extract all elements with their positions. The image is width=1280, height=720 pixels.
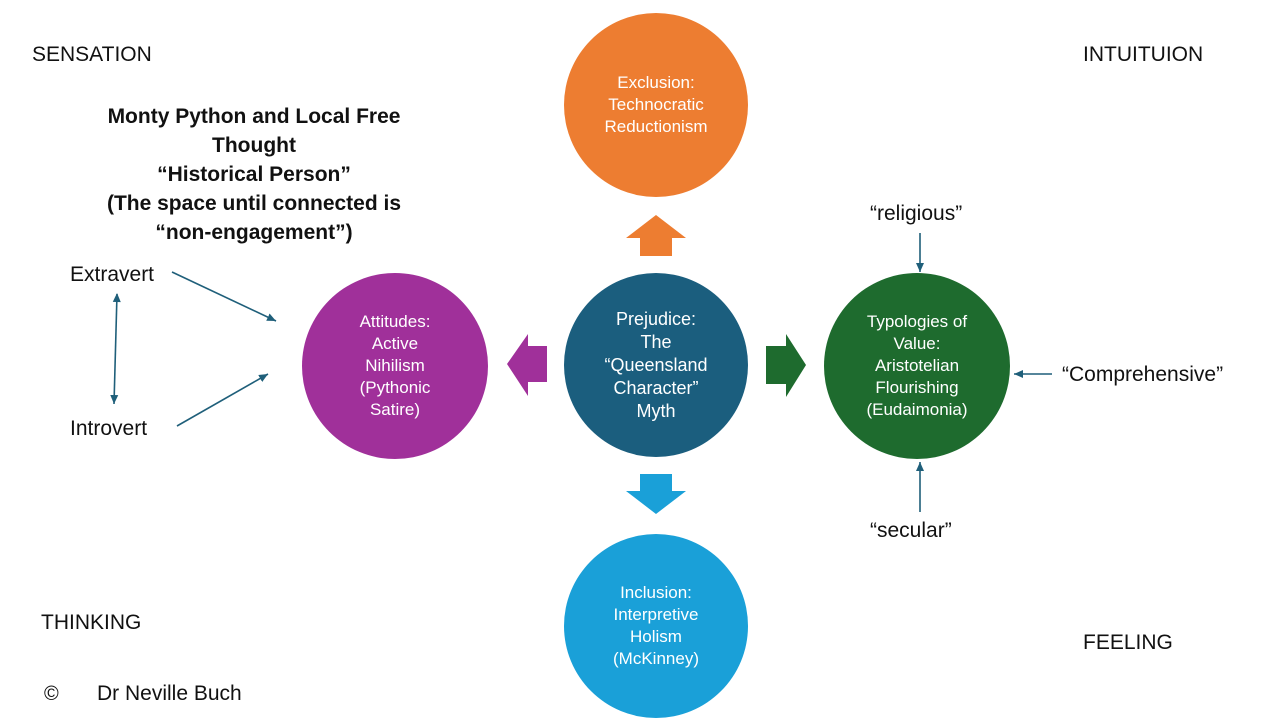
title-line: Thought [212,134,296,157]
circle-text-line: Prejudice: [615,308,697,329]
circle-typologies: Typologies of Value: Aristotelian Flouri… [824,273,1010,459]
circle-text-line: Typologies of [866,312,968,331]
block-arrow-down [626,474,686,514]
circle-text-line: Aristotelian [874,356,960,375]
circle-exclusion: Exclusion: Technocratic Reductionism [564,13,748,197]
circle-text-line: Active [371,334,419,353]
circle-text-line: Inclusion: [620,583,692,602]
connector-extravert-introvert [110,293,121,405]
connector-introvert-to-attitudes [176,373,269,427]
circle-text-line: Attitudes: [359,312,431,331]
circle-text-line: Value: [893,334,941,353]
corner-label-intuition: INTUITUION [1083,43,1204,66]
circle-text-line: Interpretive [613,605,699,624]
circle-text-line: “Queensland [604,354,708,375]
corner-label-thinking: THINKING [41,611,142,634]
circle-text-line: The [640,331,672,352]
circle-text-line: Technocratic [608,95,704,114]
circle-text-line: (McKinney) [613,649,699,668]
circle-text-line: Exclusion: [617,73,695,92]
label-extravert: Extravert [70,263,155,286]
diagram-title: Monty Python and Local Free Thought “His… [74,102,434,247]
circle-text-line: (Pythonic [359,378,431,397]
circle-text-line: Myth [636,400,676,421]
circle-text-line: Reductionism [604,117,708,136]
circle-prejudice: Prejudice: The “Queensland Character” My… [564,273,748,457]
title-line: “non-engagement”) [155,221,353,244]
circle-text-line: Flourishing [875,378,959,397]
circle-text-line: Character” [613,377,699,398]
label-religious: “religious” [870,202,963,225]
title-line: “Historical Person” [157,163,351,186]
author-credit: Dr Neville Buch [97,682,242,705]
block-arrow-up [626,215,686,256]
circle-text-line: Satire) [369,400,421,419]
copyright-symbol: © [44,683,59,705]
label-introvert: Introvert [70,417,148,440]
corner-label-sensation: SENSATION [32,43,152,66]
circle-inclusion: Inclusion: Interpretive Holism (McKinney… [564,534,748,718]
block-arrow-right [766,334,806,397]
circle-text-line: Nihilism [365,356,425,375]
circle-text-line: Holism [630,627,682,646]
title-line: (The space until connected is [106,192,402,215]
block-arrow-left [507,334,547,396]
corner-label-feeling: FEELING [1083,631,1173,654]
circle-text-line: (Eudaimonia) [866,400,968,419]
circle-attitudes: Attitudes: Active Nihilism (Pythonic Sat… [302,273,488,459]
label-comprehensive: “Comprehensive” [1062,363,1224,386]
title-line: Monty Python and Local Free [107,105,401,128]
label-secular: “secular” [870,519,952,542]
connector-extravert-to-attitudes [171,271,277,322]
